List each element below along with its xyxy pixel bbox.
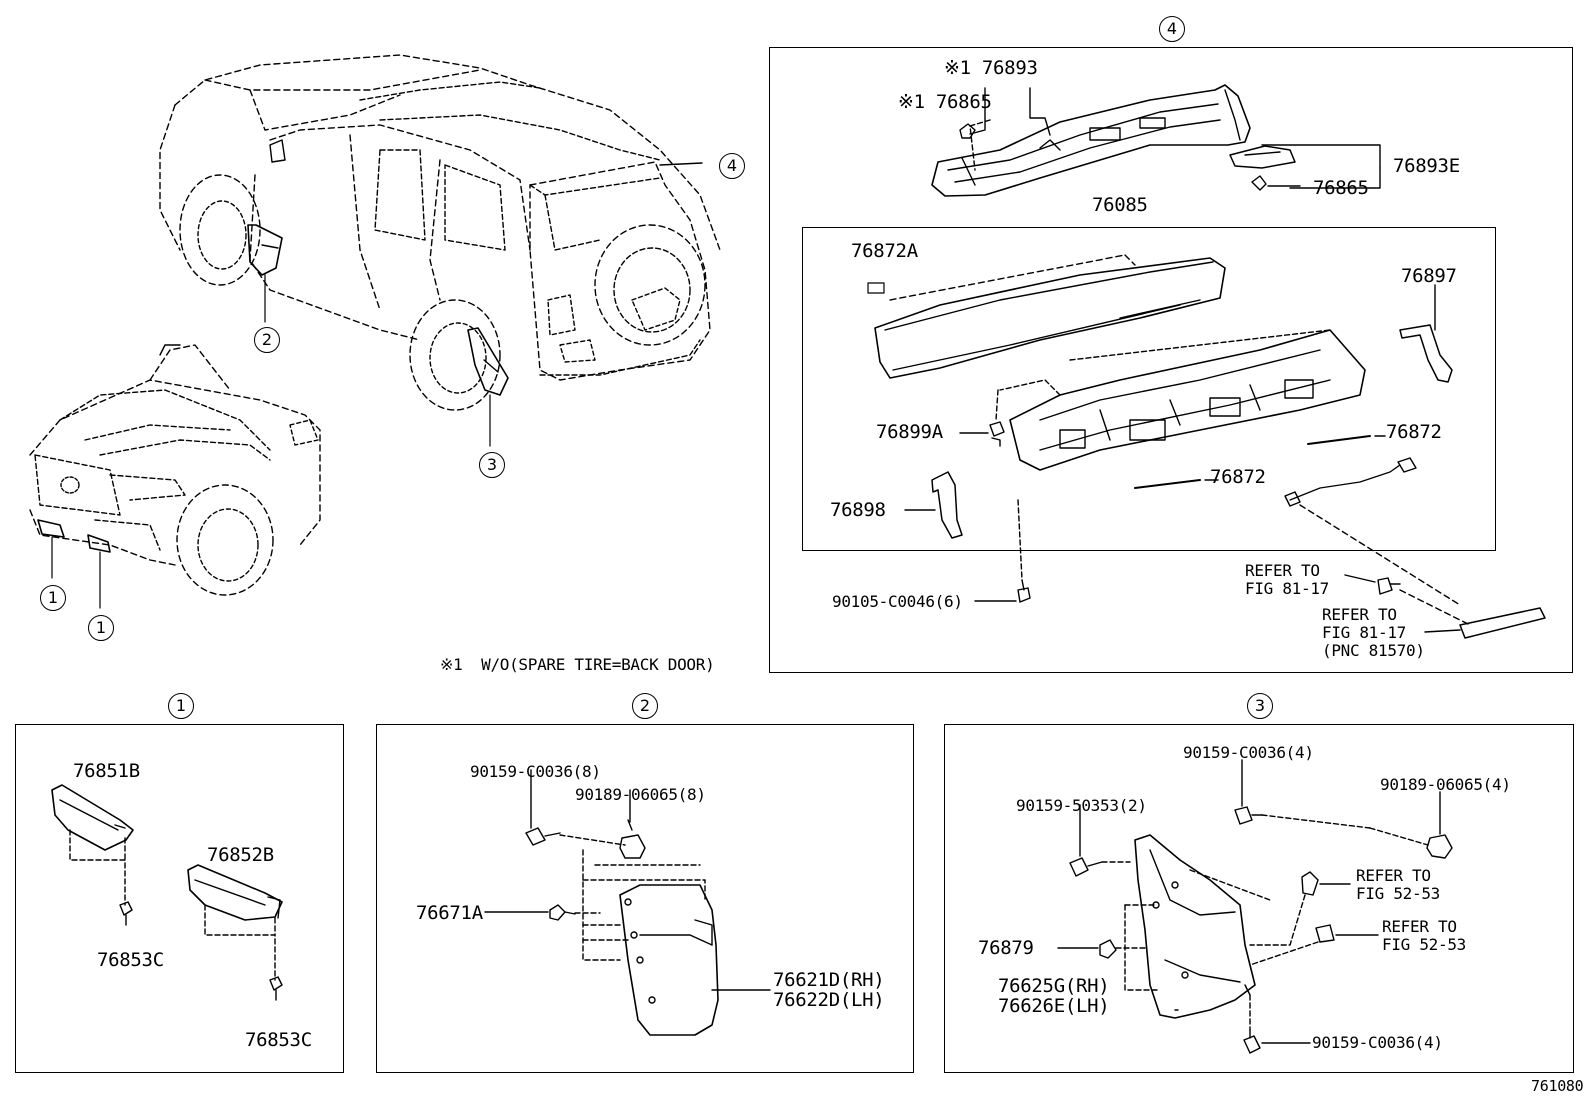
suv-rear-view	[159, 54, 721, 447]
label-90189-06065-4: 90189-06065(4)	[1380, 775, 1511, 794]
callout-2-suv: 2	[254, 327, 280, 353]
section1-frame	[15, 724, 344, 1073]
label-76872A: 76872A	[851, 240, 918, 262]
label-76879: 76879	[978, 937, 1034, 959]
callout-2-section-header: 2	[632, 693, 658, 719]
section2-frame	[376, 724, 914, 1073]
label-90105-C0046: 90105-C0046(6)	[832, 592, 963, 611]
section4-frame	[769, 47, 1573, 673]
section2-parts	[484, 769, 771, 1036]
footnote-spare-tire: ※1 W/O(SPARE TIRE=BACK DOOR)	[440, 655, 715, 674]
label-76893E: 76893E	[1393, 155, 1460, 177]
label-76865-top: ※1 76865	[898, 91, 992, 113]
section4-parts	[867, 84, 1546, 639]
callout-1-section-header: 1	[168, 693, 194, 719]
label-76872-right: 76872	[1386, 421, 1442, 443]
label-76851B: 76851B	[73, 760, 140, 782]
label-refer-fig-81-17-a: REFER TO FIG 81-17	[1245, 561, 1329, 598]
label-76899A: 76899A	[876, 421, 943, 443]
section3-frame	[944, 724, 1574, 1073]
label-76897: 76897	[1401, 265, 1457, 287]
label-76898: 76898	[830, 499, 886, 521]
callout-4-section-header: 4	[1159, 16, 1185, 42]
suv-front-view	[29, 344, 321, 609]
callout-3-suv: 3	[479, 452, 505, 478]
section3-parts	[1057, 759, 1453, 1054]
label-76865-right: 76865	[1313, 177, 1369, 199]
label-76872-center: 76872	[1210, 466, 1266, 488]
label-76671A: 76671A	[416, 902, 483, 924]
label-refer-fig-81-17-b: REFER TO FIG 81-17 (PNC 81570)	[1322, 605, 1425, 660]
label-76085: 76085	[1092, 194, 1148, 216]
label-76852B: 76852B	[207, 844, 274, 866]
label-76893: ※1 76893	[944, 57, 1038, 79]
label-refer-fig-52-53-a: REFER TO FIG 52-53	[1356, 866, 1440, 903]
callout-3-section-header: 3	[1247, 693, 1273, 719]
callout-1-suv-b: 1	[88, 615, 114, 641]
label-90159-C0036-4-bottom: 90159-C0036(4)	[1312, 1033, 1443, 1052]
section1-parts	[51, 784, 283, 1001]
figure-id: 761080	[1531, 1077, 1584, 1095]
label-refer-fig-52-53-b: REFER TO FIG 52-53	[1382, 917, 1466, 954]
label-90159-C0036-4-top: 90159-C0036(4)	[1183, 743, 1314, 762]
label-90189-06065-8: 90189-06065(8)	[575, 785, 706, 804]
callout-4-suv: 4	[719, 153, 745, 179]
label-76621D-76622D: 76621D(RH) 76622D(LH)	[773, 969, 885, 1011]
label-76853C-a: 76853C	[97, 949, 164, 971]
callout-1-suv-a: 1	[40, 585, 66, 611]
label-76853C-b: 76853C	[245, 1029, 312, 1051]
section4-inner-frame	[802, 227, 1496, 551]
label-90159-50353-2: 90159-50353(2)	[1016, 796, 1147, 815]
label-90159-C0036-8: 90159-C0036(8)	[470, 762, 601, 781]
label-76625G-76626E: 76625G(RH) 76626E(LH)	[998, 975, 1110, 1017]
